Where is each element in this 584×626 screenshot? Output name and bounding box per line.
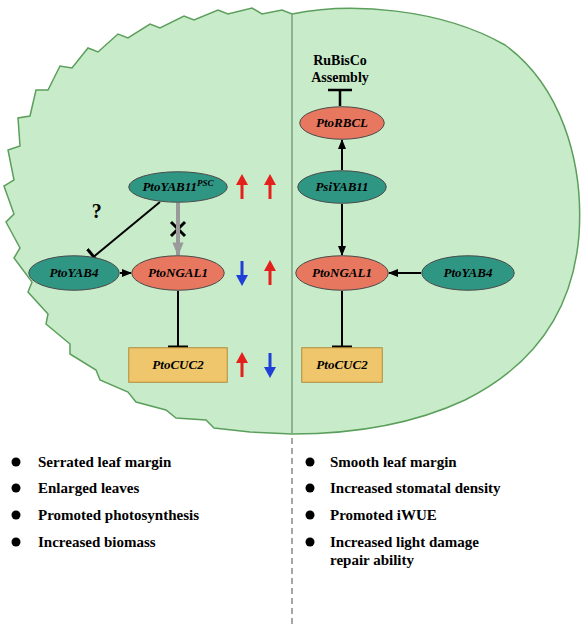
gene-name: PtoNGAL1 bbox=[312, 265, 372, 280]
oval-shape bbox=[29, 256, 120, 291]
allele-superscript: PSC bbox=[197, 178, 214, 188]
leaf-midvein bbox=[291, 14, 293, 434]
node-label: PtoRBCL bbox=[316, 115, 368, 131]
activation-arrow bbox=[341, 140, 343, 170]
activation-arrow bbox=[176, 203, 180, 255]
oval-shape bbox=[422, 256, 515, 291]
inhibition-connector bbox=[177, 291, 179, 347]
phenotype-item: Serrated leaf margin bbox=[38, 453, 288, 471]
activation-arrow bbox=[389, 272, 421, 274]
bullet-dot bbox=[12, 484, 21, 493]
node-label: PtoYAB4 bbox=[444, 265, 493, 281]
bullet-dot bbox=[306, 511, 315, 520]
box-shape bbox=[302, 348, 383, 383]
down-regulation-arrow bbox=[264, 353, 276, 378]
node-label: PtoNGAL1 bbox=[148, 265, 208, 281]
bullet-dot bbox=[12, 538, 21, 547]
gene-name: PtoYAB4 bbox=[444, 265, 493, 280]
gene-name: PtoNGAL1 bbox=[148, 265, 208, 280]
regulator-oval: PsiYAB11 bbox=[297, 170, 387, 204]
node-label: PtoYAB4 bbox=[50, 265, 99, 281]
target-gene-box: PtoCUC2 bbox=[301, 347, 383, 383]
gene-name: PtoCUC2 bbox=[152, 357, 203, 372]
regulator-oval: PtoYAB4 bbox=[28, 255, 120, 291]
oval-shape bbox=[296, 256, 389, 291]
up-regulation-arrow bbox=[264, 260, 276, 285]
bullet-dot bbox=[12, 511, 21, 520]
gene-name: PtoYAB11 bbox=[142, 179, 197, 194]
bullet-dot bbox=[306, 538, 315, 547]
node-label: PtoNGAL1 bbox=[312, 265, 372, 281]
gene-name: PtoYAB4 bbox=[50, 265, 99, 280]
gene-oval: PtoNGAL1 bbox=[131, 255, 225, 291]
regulator-oval: PtoYAB11PSC bbox=[128, 171, 228, 203]
target-gene-box: PtoCUC2 bbox=[128, 347, 228, 383]
phenotype-item: Increased light damage repair ability bbox=[330, 533, 515, 569]
leaf-blade bbox=[4, 8, 580, 434]
bullet-dot bbox=[306, 458, 315, 467]
node-label: PsiYAB11 bbox=[315, 179, 368, 195]
gene-oval: PtoRBCL bbox=[299, 106, 385, 140]
up-regulation-arrow bbox=[236, 352, 248, 377]
node-label: PtoCUC2 bbox=[316, 357, 367, 373]
phenotype-item: Smooth leaf margin bbox=[330, 453, 580, 471]
activation-arrow bbox=[120, 272, 131, 274]
phenotype-item: Promoted photosynthesis bbox=[38, 506, 288, 524]
inhibition-stem bbox=[339, 90, 342, 106]
bullet-dot bbox=[306, 484, 315, 493]
inhibition-connector bbox=[94, 202, 160, 257]
phenotype-item: Increased stomatal density bbox=[330, 479, 580, 497]
phenotype-item: Increased biomass bbox=[38, 533, 288, 551]
node-label: PtoCUC2 bbox=[152, 357, 203, 373]
edge-label: ? bbox=[92, 200, 102, 223]
process-label: RuBisCo Assembly bbox=[300, 52, 380, 86]
oval-shape bbox=[129, 172, 228, 203]
phenotype-item: Promoted iWUE bbox=[330, 506, 580, 524]
oval-shape bbox=[298, 171, 387, 204]
activation-arrow bbox=[341, 204, 343, 255]
down-regulation-arrow bbox=[236, 261, 248, 286]
inhibition-bar bbox=[328, 89, 352, 92]
gene-name: PsiYAB11 bbox=[315, 179, 368, 194]
up-regulation-arrow bbox=[236, 174, 248, 199]
regulator-oval: PtoYAB4 bbox=[421, 255, 515, 291]
bullet-dot bbox=[12, 458, 21, 467]
gene-name: PtoRBCL bbox=[316, 115, 368, 130]
box-shape bbox=[129, 348, 228, 383]
divider-dashed-line bbox=[291, 438, 293, 626]
gene-oval: PtoNGAL1 bbox=[295, 255, 389, 291]
phenotype-item: Enlarged leaves bbox=[38, 479, 288, 497]
gene-name: PtoCUC2 bbox=[316, 357, 367, 372]
inhibition-connector bbox=[341, 291, 343, 347]
node-label: PtoYAB11PSC bbox=[142, 179, 213, 195]
up-regulation-arrow bbox=[264, 174, 276, 199]
oval-shape bbox=[300, 107, 385, 140]
oval-shape bbox=[132, 256, 225, 291]
